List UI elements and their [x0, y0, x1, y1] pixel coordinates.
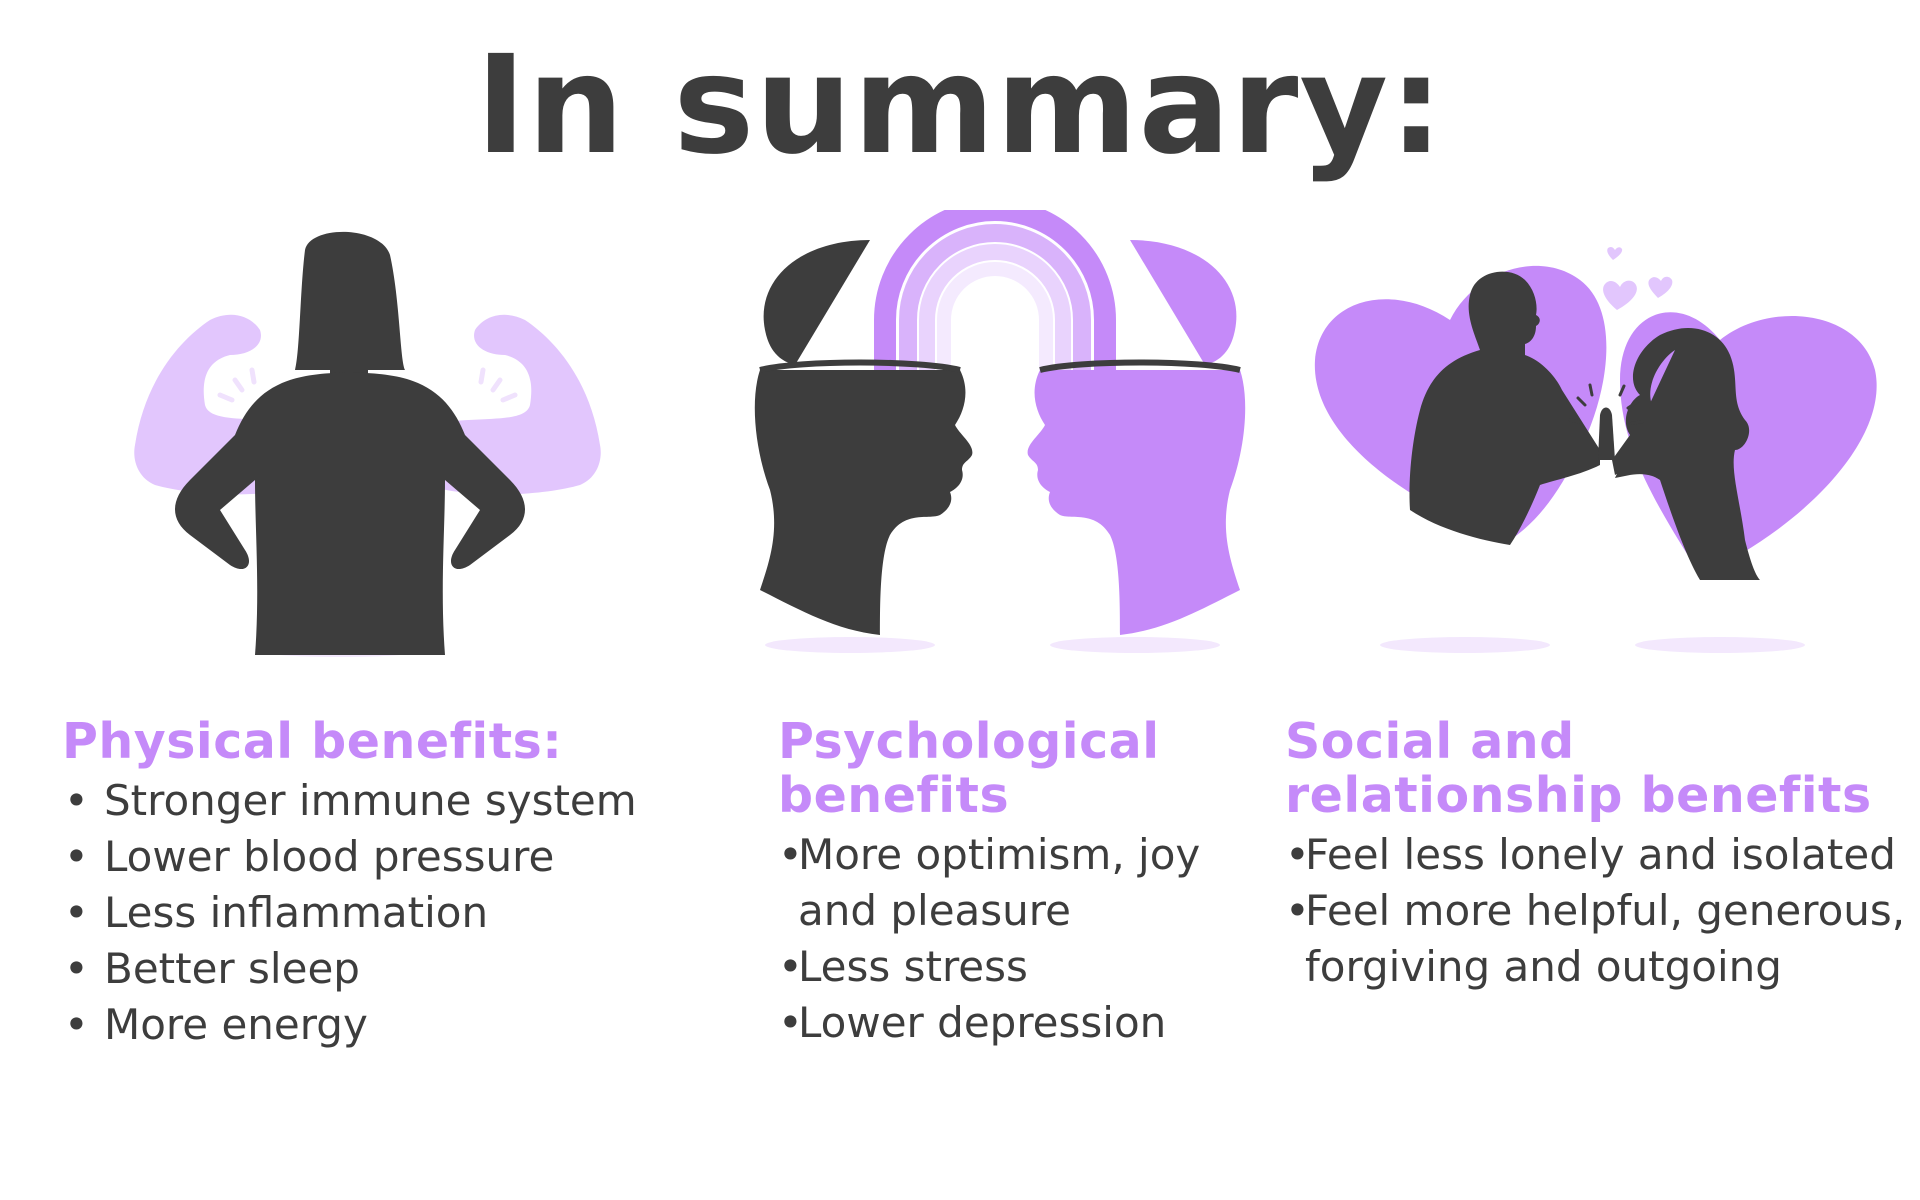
physical-benefits-heading: Physical benefits:: [62, 713, 563, 770]
page-title: In summary:: [475, 27, 1445, 185]
list-item: •Better sleep: [64, 944, 360, 993]
physical-benefits-list: •Stronger immune system •Lower blood pre…: [62, 773, 662, 1053]
psychological-benefits-heading: Psychological benefits: [778, 713, 1160, 824]
woman-silhouette: [1612, 327, 1760, 580]
list-item: •Less inflammation: [64, 888, 489, 937]
hair: [295, 231, 405, 370]
social-benefits-list: •Feel less lonely and isolated •Feel mor…: [1285, 827, 1910, 995]
right-head: [1027, 370, 1246, 635]
shadow-ellipse-right: [1050, 637, 1220, 653]
physical-benefits-section: Physical benefits: •Stronger immune syst…: [62, 715, 662, 1053]
couple-high-five-hearts-icon: [1300, 210, 1920, 670]
man-silhouette: [1409, 271, 1600, 545]
left-head: [754, 370, 973, 635]
list-item: •Lower blood pressure: [64, 832, 555, 881]
left-lid: [763, 240, 870, 365]
list-item: •Feel less lonely and isolated: [1285, 830, 1896, 879]
small-heart-1: [1603, 280, 1637, 310]
shadow-ellipse-right: [1635, 637, 1805, 653]
list-item: •More energy: [64, 1000, 368, 1049]
small-heart-3: [1607, 246, 1623, 260]
social-benefits-section: Social and relationship benefits •Feel l…: [1285, 715, 1910, 995]
torso: [175, 372, 525, 655]
small-heart-2: [1648, 276, 1673, 298]
shadow-ellipse-left: [1380, 637, 1550, 653]
list-item: •Stronger immune system: [64, 776, 637, 825]
psychological-benefits-list: •More optimism, joy and pleasure •Less s…: [778, 827, 1248, 1051]
strong-woman-flexing-icon: [60, 210, 640, 670]
two-heads-rainbow-icon: [740, 210, 1260, 670]
shadow-ellipse-left: [765, 637, 935, 653]
psychological-benefits-section: Psychological benefits •More optimism, j…: [778, 715, 1248, 1051]
social-benefits-heading: Social and relationship benefits: [1285, 713, 1872, 824]
right-lid: [1130, 240, 1237, 365]
list-item: •More optimism, joy and pleasure: [778, 830, 1201, 935]
list-item: •Feel more helpful, generous, forgiving …: [1285, 886, 1906, 991]
list-item: •Less stress: [778, 942, 1028, 991]
list-item: •Lower depression: [778, 998, 1167, 1047]
